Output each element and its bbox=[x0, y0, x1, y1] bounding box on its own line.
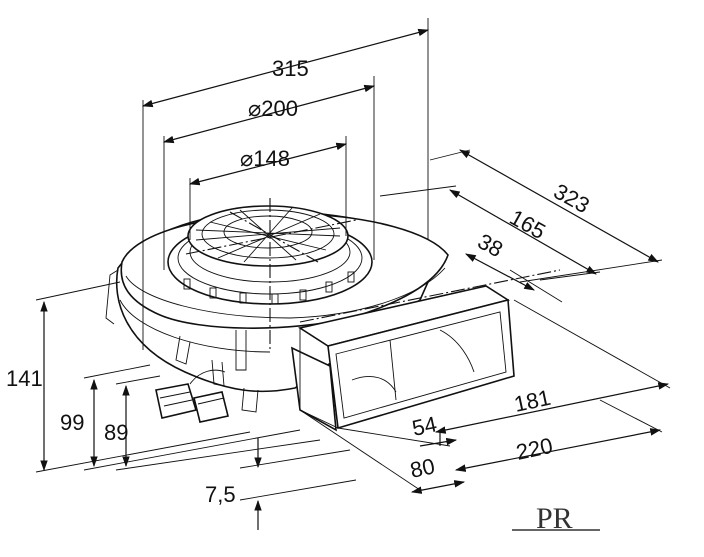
dimension-diameter-200-label: ⌀200 bbox=[248, 96, 298, 121]
dimension-80-label: 80 bbox=[408, 453, 437, 483]
dimension-54: 54 bbox=[337, 411, 458, 447]
blower-housing bbox=[105, 205, 449, 413]
dimension-220: 220 bbox=[454, 399, 663, 472]
dimension-diameter-148-label: ⌀148 bbox=[240, 146, 290, 171]
dimension-54-label: 54 bbox=[410, 411, 439, 441]
dimension-7-5: 7,5 bbox=[205, 438, 357, 530]
dimension-315-label: 315 bbox=[272, 56, 309, 81]
dimension-38-label: 38 bbox=[474, 229, 508, 263]
dimension-165-label: 165 bbox=[506, 205, 550, 245]
dimension-181-label: 181 bbox=[512, 385, 553, 417]
dimension-89: 89 bbox=[104, 375, 321, 471]
company-logo: PR bbox=[512, 502, 600, 535]
dimension-141: 141 bbox=[6, 281, 251, 473]
dimension-99: 99 bbox=[60, 364, 301, 471]
dimension-141-label: 141 bbox=[6, 366, 43, 391]
dimension-diameter-148: ⌀148 bbox=[188, 136, 348, 240]
dimension-323: 323 bbox=[429, 149, 663, 283]
dimension-80: 80 bbox=[299, 409, 466, 494]
dimension-7-5-label: 7,5 bbox=[205, 482, 236, 507]
electrical-connector bbox=[155, 369, 229, 423]
dimension-89-label: 89 bbox=[104, 420, 128, 445]
dimension-diameter-200: ⌀200 bbox=[162, 76, 376, 270]
outlet-duct bbox=[291, 285, 515, 432]
dimension-99-label: 99 bbox=[60, 410, 84, 435]
dimension-220-label: 220 bbox=[514, 433, 555, 465]
dimension-323-label: 323 bbox=[550, 179, 594, 219]
